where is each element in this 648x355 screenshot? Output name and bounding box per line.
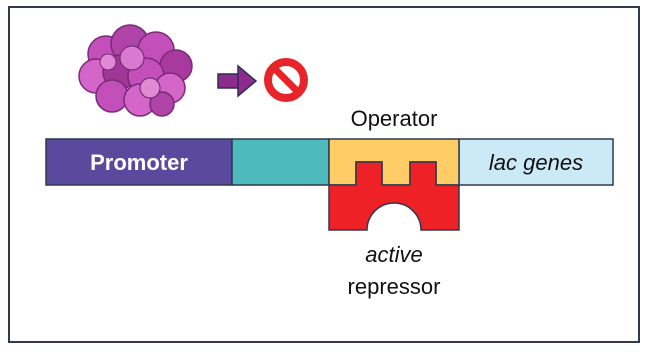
spacer-segment	[231, 138, 330, 186]
operator-segment	[328, 138, 460, 186]
lac-genes-label: lac genes	[489, 150, 583, 175]
active-label: active	[365, 242, 422, 267]
promoter-segment	[45, 138, 233, 186]
promoter-label: Promoter	[90, 150, 188, 175]
prohibited-icon	[264, 58, 308, 102]
operator-label: Operator	[351, 106, 438, 131]
lac-genes-segment	[458, 138, 614, 186]
rna-polymerase-icon	[78, 24, 193, 117]
repressor-block	[328, 161, 460, 231]
blocked-arrow-icon	[217, 64, 258, 98]
repressor-label: repressor	[348, 274, 441, 299]
